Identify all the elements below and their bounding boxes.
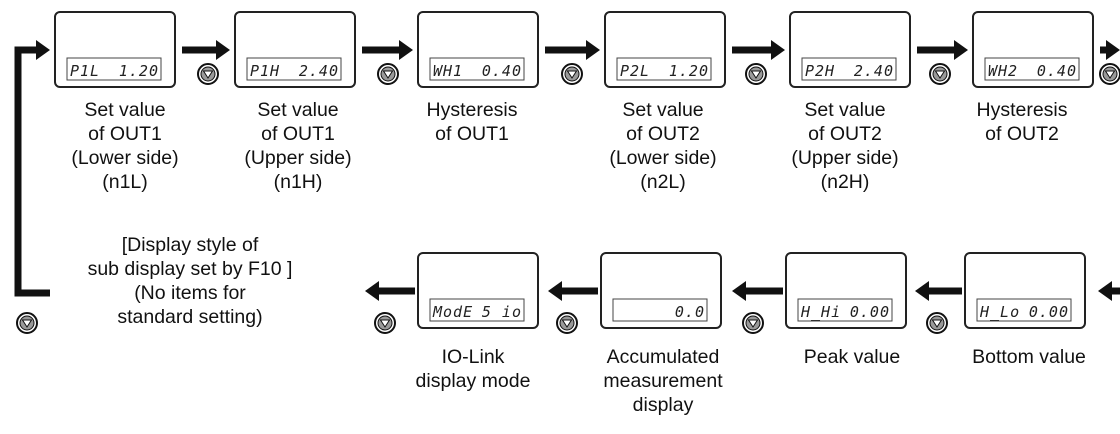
down-button-icon-top-1: [197, 63, 219, 85]
lcd-left-text: WH2: [988, 62, 1018, 80]
down-button-icon-bottom-1: [926, 312, 948, 334]
lcd-display-bottom: H_Lo 0.00: [964, 252, 1086, 329]
down-button-icon-bottom-2: [742, 312, 764, 334]
down-button-icon-bottom-4: [374, 312, 396, 334]
lcd-outer-frame: [417, 11, 539, 88]
lcd-segment-area: [246, 57, 342, 81]
arrow-left-incoming: [1098, 281, 1120, 301]
lcd-display-p1h: P1H 2.40: [234, 11, 356, 88]
lcd-right-text: 2.40: [854, 62, 894, 80]
lcd-left-text: ModE: [432, 303, 473, 321]
lcd-right-text: 0.00: [850, 303, 890, 321]
lcd-outer-frame: [600, 252, 722, 329]
lcd-outer-frame: [785, 252, 907, 329]
lcd-right-text: 1.20: [119, 62, 159, 80]
lcd-display-wh1: WH1 0.40: [417, 11, 539, 88]
arrow-right-5: [917, 40, 968, 60]
lcd-left-text: WH1: [433, 62, 463, 80]
lcd-outer-frame: [964, 252, 1086, 329]
lcd-display-peak: H_Hi 0.00: [785, 252, 907, 329]
lcd-outer-frame: [604, 11, 726, 88]
arrow-left-2: [732, 281, 783, 301]
lcd-segment-area: [429, 57, 525, 81]
lcd-left-text: H_Hi: [800, 303, 841, 321]
down-button-icon-top-3: [561, 63, 583, 85]
lcd-outer-frame: [417, 252, 539, 329]
lcd-segment-area: [612, 298, 708, 322]
label-peak-value: Peak value: [803, 346, 901, 368]
arrow-left-3: [548, 281, 598, 301]
lcd-outer-frame: [54, 11, 176, 88]
lcd-segment-area: [797, 298, 893, 322]
lcd-outer-frame: [234, 11, 356, 88]
arrow-right-1: [182, 40, 230, 60]
lcd-left-text: H_Lo: [979, 303, 1020, 321]
lcd-left-text: P1L: [70, 62, 100, 80]
lcd-right-text: 2.40: [299, 62, 339, 80]
arrow-right-3: [545, 40, 600, 60]
lcd-right-text: 5 io: [482, 303, 522, 321]
lcd-left-text: P1H: [250, 62, 280, 80]
arrow-left-4: [365, 281, 415, 301]
lcd-right-text: 0.40: [1037, 62, 1077, 80]
lcd-segment-area: [429, 298, 525, 322]
down-button-icon-return: [16, 312, 38, 334]
lcd-display-wh2: WH2 0.40: [972, 11, 1094, 88]
lcd-display-iolink: ModE 5 io: [417, 252, 539, 329]
lcd-segment-area: [616, 57, 712, 81]
lcd-segment-area: [66, 57, 162, 81]
down-button-icon-top-6: [1099, 63, 1120, 85]
lcd-outer-frame: [972, 11, 1094, 88]
lcd-display-accum: 0.0: [600, 252, 722, 329]
lcd-segment-area: [976, 298, 1072, 322]
lcd-segment-area: [984, 57, 1080, 81]
down-button-icon-bottom-3: [556, 312, 578, 334]
arrow-right-continue: [1100, 40, 1120, 60]
lcd-left-text: P2L: [620, 62, 650, 80]
arrow-right-4: [732, 40, 785, 60]
lcd-right-text: 0.40: [482, 62, 522, 80]
lcd-outer-frame: [789, 11, 911, 88]
lcd-left-text: P2H: [805, 62, 835, 80]
lcd-right-text: 0.00: [1029, 303, 1069, 321]
label-bottom-value: Bottom value: [972, 346, 1086, 368]
lcd-right-text: 0.0: [675, 303, 705, 321]
down-button-icon-top-2: [377, 63, 399, 85]
lcd-display-p1l: P1L 1.20: [54, 11, 176, 88]
down-button-icon-top-4: [745, 63, 767, 85]
lcd-display-p2h: P2H 2.40: [789, 11, 911, 88]
lcd-display-p2l: P2L 1.20: [604, 11, 726, 88]
down-button-icon-top-5: [929, 63, 951, 85]
lcd-segment-area: [801, 57, 897, 81]
return-loop-arrow: [14, 40, 50, 297]
lcd-right-text: 1.20: [669, 62, 709, 80]
arrow-right-2: [362, 40, 413, 60]
arrow-left-1: [915, 281, 962, 301]
